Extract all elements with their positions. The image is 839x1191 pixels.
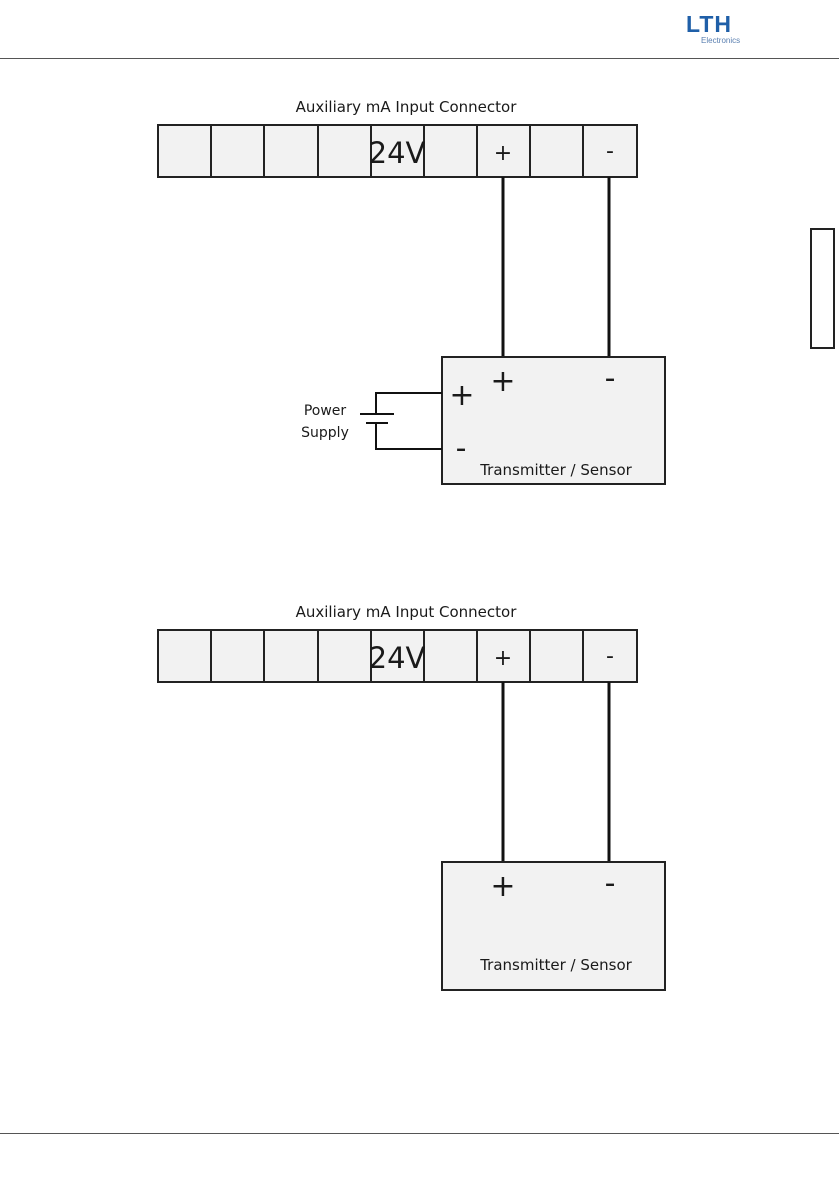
- sensor-plus-label: +: [490, 364, 515, 399]
- sensor-side-minus-label: -: [456, 431, 467, 466]
- sensor-minus-label: -: [605, 866, 616, 901]
- power-supply-label-line2: Supply: [301, 425, 349, 441]
- terminal-plus-label: +: [494, 141, 512, 166]
- power-supply-label-line1: Power: [304, 403, 347, 419]
- sensor-plus-label: +: [490, 869, 515, 904]
- terminal-minus-label: -: [606, 644, 614, 669]
- sensor-label: Transmitter / Sensor: [479, 461, 632, 479]
- sensor-minus-label: -: [605, 361, 616, 396]
- terminal-minus-label: -: [606, 139, 614, 164]
- connector-title: Auxiliary mA Input Connector: [296, 603, 518, 621]
- terminal-24v-label: 24V: [369, 641, 426, 675]
- wiring-diagram-direct: Auxiliary mA Input Connector 24V + - + -…: [0, 580, 839, 1020]
- sensor-label: Transmitter / Sensor: [479, 956, 632, 974]
- terminal-strip: 24V + -: [158, 630, 637, 682]
- terminal-24v-label: 24V: [369, 136, 426, 170]
- terminal-strip: 24V + -: [158, 125, 637, 177]
- power-supply-symbol: Power Supply: [301, 393, 442, 449]
- footer-divider: [0, 1133, 839, 1134]
- connector-title: Auxiliary mA Input Connector: [296, 98, 518, 116]
- sensor-box: + - + - Transmitter / Sensor: [442, 357, 665, 484]
- terminal-plus-label: +: [494, 646, 512, 671]
- sensor-side-plus-label: +: [449, 378, 474, 413]
- wiring-diagram-external-supply: Auxiliary mA Input Connector 24V + - + -…: [0, 0, 839, 520]
- sensor-box: + - Transmitter / Sensor: [442, 862, 665, 990]
